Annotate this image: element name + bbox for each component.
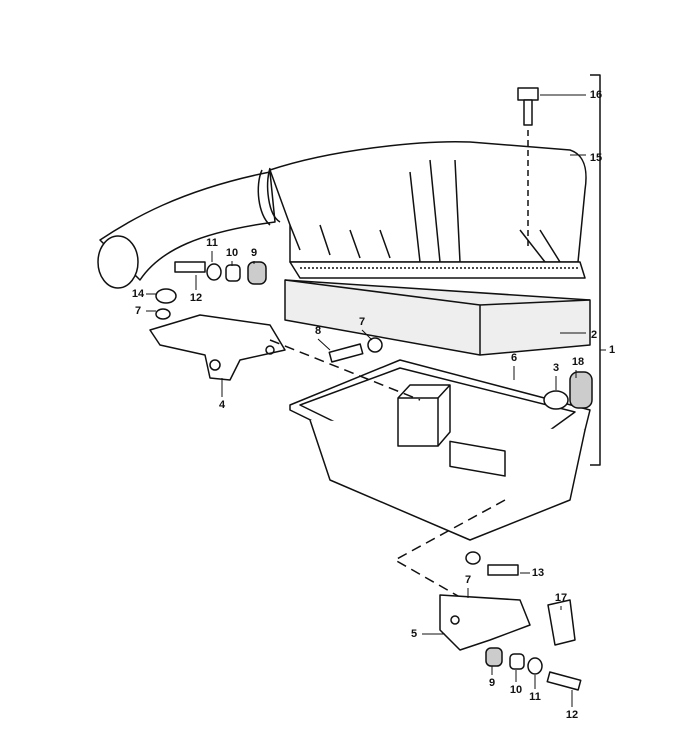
cap-18 — [569, 371, 593, 409]
callout-2: 2 — [590, 329, 598, 341]
filter-element — [284, 261, 591, 356]
intake-duct — [97, 167, 281, 289]
callout-17: 17 — [554, 592, 568, 604]
leader-lines — [146, 94, 606, 707]
callout-16: 16 — [589, 89, 603, 101]
callout-7: 7 — [134, 305, 142, 317]
callout-9b: 9 — [488, 677, 496, 689]
callout-13: 13 — [531, 567, 545, 579]
small-parts-left — [155, 261, 267, 320]
upper-housing — [269, 141, 587, 263]
callout-15: 15 — [589, 152, 603, 164]
callout-8: 8 — [314, 325, 322, 337]
callout-12b: 12 — [565, 709, 579, 721]
lower-housing — [289, 359, 591, 541]
assembly-bracket — [590, 74, 601, 466]
callout-11: 11 — [206, 237, 218, 249]
callout-7b: 7 — [358, 316, 366, 328]
callout-18: 18 — [571, 356, 585, 368]
callout-10: 10 — [225, 247, 239, 259]
bolt-16 — [517, 87, 539, 250]
callout-1: 1 — [608, 344, 616, 356]
bolt-8 — [328, 337, 383, 363]
bracket-5 — [439, 551, 582, 691]
callout-3: 3 — [552, 362, 560, 374]
callout-12: 12 — [189, 292, 203, 304]
clamp-3 — [543, 390, 569, 410]
callout-5: 5 — [410, 628, 418, 640]
callout-9: 9 — [250, 247, 258, 259]
callout-7c: 7 — [464, 574, 472, 586]
callout-6: 6 — [510, 352, 518, 364]
callout-4: 4 — [218, 399, 226, 411]
callout-11b: 11 — [529, 691, 541, 703]
dashed-leader — [269, 339, 506, 601]
callout-14: 14 — [131, 288, 145, 300]
callout-10b: 10 — [509, 684, 523, 696]
mount-bracket — [149, 314, 286, 381]
